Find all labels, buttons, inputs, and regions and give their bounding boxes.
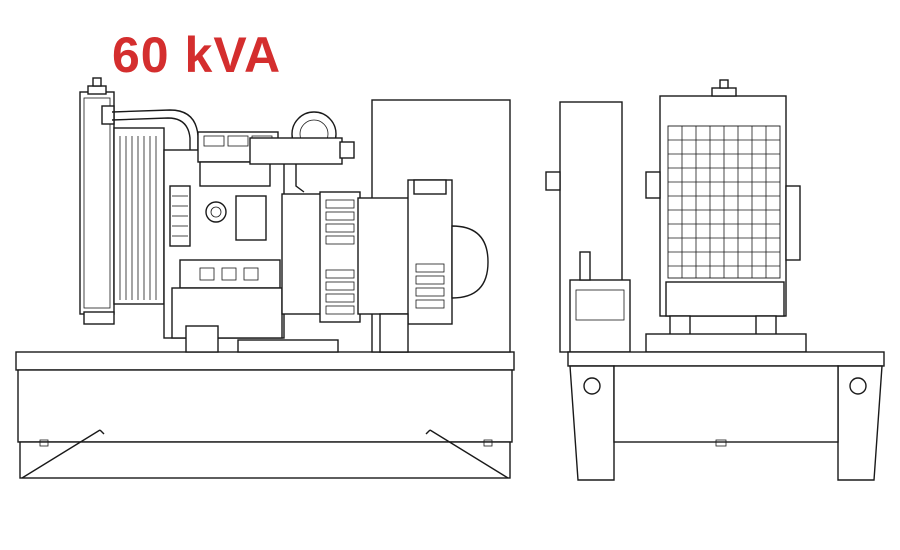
radiator <box>79 77 165 325</box>
control-panel-side <box>545 101 631 353</box>
air-filter <box>249 111 355 193</box>
generator-side-view <box>15 77 515 479</box>
generator-end-view <box>545 79 885 481</box>
radiator-grille <box>645 79 807 353</box>
engine-block <box>111 109 339 353</box>
end-base-frame <box>567 351 885 481</box>
power-rating-title: 60 kVA <box>112 27 282 83</box>
side-base-frame <box>15 351 515 479</box>
alternator <box>281 179 489 353</box>
